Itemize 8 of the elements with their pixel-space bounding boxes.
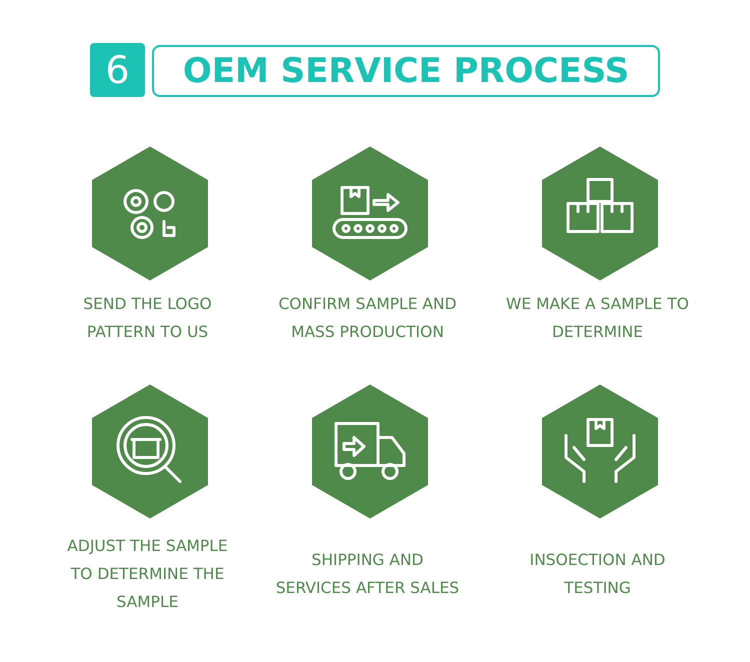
step-caption: ADJUST THE SAMPLE TO DETERMINE THE SAMPLE — [66, 536, 229, 613]
step-caption: SEND THE LOGO PATTERN TO US — [82, 294, 213, 343]
step-caption: INSOECTION AND TESTING — [528, 550, 666, 599]
number-badge: 6 — [90, 43, 145, 97]
step-caption: CONFIRM SAMPLE AND MASS PRODUCTION — [277, 294, 458, 343]
step-caption: WE MAKE A SAMPLE TO DETERMINE — [505, 294, 690, 343]
step-caption: SHIPPING AND SERVICES AFTER SALES — [274, 550, 460, 599]
title: OEM SERVICE PROCESS — [152, 45, 660, 97]
